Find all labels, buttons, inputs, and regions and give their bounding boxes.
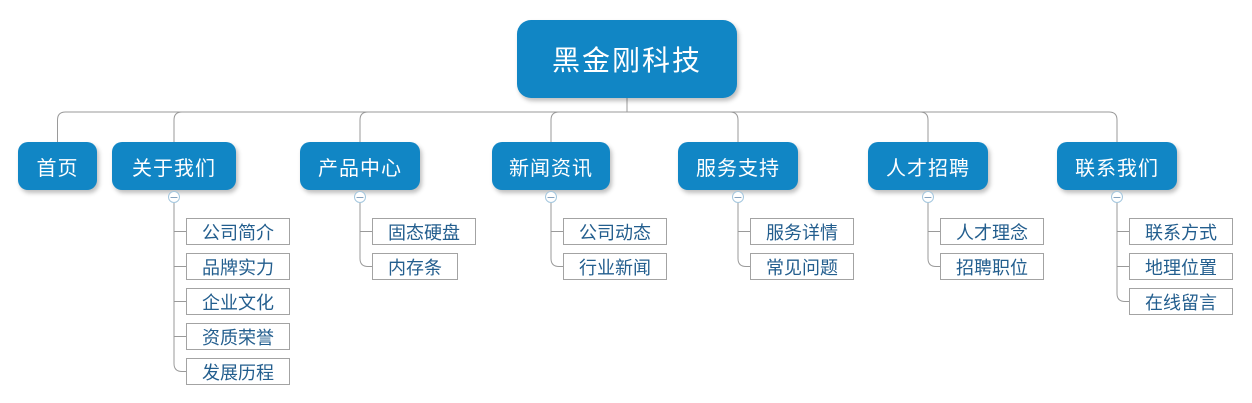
child-node-news-1[interactable]: 行业新闻 xyxy=(563,253,667,280)
child-node-contact-0[interactable]: 联系方式 xyxy=(1129,218,1233,245)
collapse-toggle-careers[interactable]: − xyxy=(922,190,934,204)
child-node-about-1[interactable]: 品牌实力 xyxy=(186,253,290,280)
collapse-toggle-news[interactable]: − xyxy=(545,190,557,204)
collapse-toggle-products[interactable]: − xyxy=(354,190,366,204)
child-node-about-3[interactable]: 资质荣誉 xyxy=(186,323,290,350)
node-about[interactable]: 关于我们 xyxy=(112,142,236,190)
child-node-careers-1[interactable]: 招聘职位 xyxy=(940,253,1044,280)
child-node-contact-1[interactable]: 地理位置 xyxy=(1129,253,1233,280)
child-node-contact-2[interactable]: 在线留言 xyxy=(1129,288,1233,315)
node-careers[interactable]: 人才招聘 xyxy=(868,142,988,190)
child-node-support-1[interactable]: 常见问题 xyxy=(750,253,854,280)
child-node-support-0[interactable]: 服务详情 xyxy=(750,218,854,245)
node-support[interactable]: 服务支持 xyxy=(678,142,798,190)
node-news[interactable]: 新闻资讯 xyxy=(492,142,610,190)
child-node-products-0[interactable]: 固态硬盘 xyxy=(372,218,476,245)
child-node-about-4[interactable]: 发展历程 xyxy=(186,358,290,385)
collapse-toggle-about[interactable]: − xyxy=(168,190,180,204)
root-node-company[interactable]: 黑金刚科技 xyxy=(517,20,737,98)
node-contact[interactable]: 联系我们 xyxy=(1057,142,1177,190)
collapse-toggle-support[interactable]: − xyxy=(732,190,744,204)
node-home[interactable]: 首页 xyxy=(18,142,97,190)
child-node-about-2[interactable]: 企业文化 xyxy=(186,288,290,315)
node-products[interactable]: 产品中心 xyxy=(300,142,420,190)
child-node-products-1[interactable]: 内存条 xyxy=(372,253,458,280)
child-node-news-0[interactable]: 公司动态 xyxy=(563,218,667,245)
child-node-careers-0[interactable]: 人才理念 xyxy=(940,218,1044,245)
collapse-toggle-contact[interactable]: − xyxy=(1111,190,1123,204)
child-node-about-0[interactable]: 公司简介 xyxy=(186,218,290,245)
